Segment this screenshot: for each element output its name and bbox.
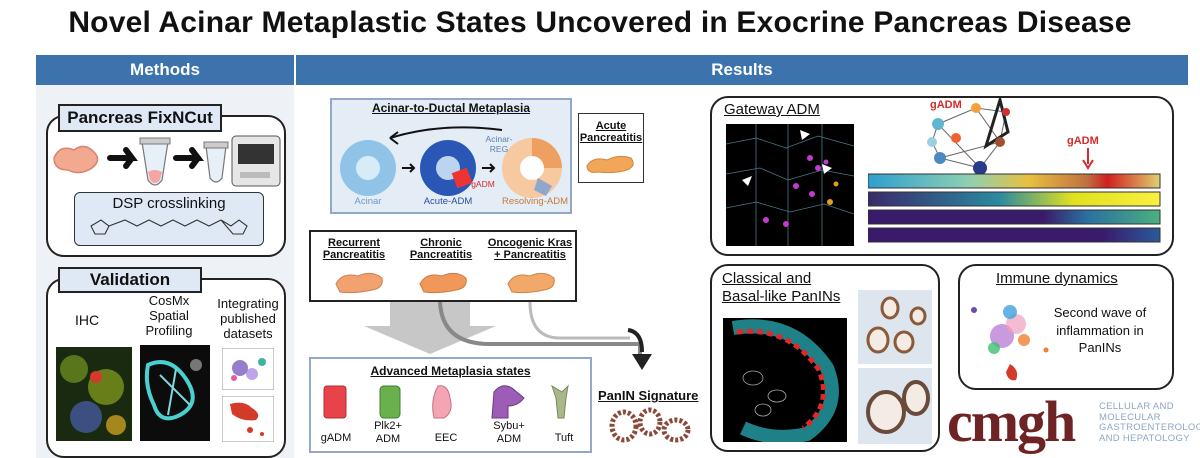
gateway-heatmap	[868, 173, 1161, 243]
sequencer-icon	[231, 135, 281, 187]
advanced-title-text: Advanced Metaplasia states	[370, 364, 531, 378]
state-gadm: gADM	[320, 432, 352, 444]
advanced-state-icons	[323, 384, 569, 419]
fixncut-title: Pancreas FixNCut	[58, 104, 222, 132]
advanced-title: Advanced Metaplasia states	[309, 364, 592, 378]
dsp-box: DSP crosslinking	[74, 192, 264, 246]
cmgh-line-4: AND HEPATOLOGY	[1099, 432, 1190, 444]
gadm-arrow-icon	[1082, 148, 1094, 170]
trajectory-graph	[927, 96, 1010, 175]
acute-adm-cell-icon	[420, 140, 476, 196]
acute-pancreatitis-label: Acute Pancreatitis	[579, 120, 643, 145]
methods-header-label: Methods	[130, 60, 200, 79]
resolving-adm-cell-icon	[502, 138, 562, 198]
integrating-label: Integrating published datasets	[217, 296, 279, 341]
tube-icon	[139, 137, 171, 186]
validation-title: Validation	[58, 267, 202, 293]
acute-adm-label: Acute-ADM	[423, 196, 473, 207]
condition-chronic: Chronic Pancreatitis	[409, 237, 473, 262]
adm-title-text: Acinar-to-Ductal Metaplasia	[371, 101, 531, 115]
acinar-cell-icon	[340, 140, 396, 196]
arrow-icon	[173, 147, 204, 169]
adm-diagram	[340, 126, 562, 198]
gateway-title-text: Gateway ADM	[724, 101, 820, 118]
cmgh-line-1: CELLULAR AND	[1099, 401, 1174, 412]
acinar-label: Acinar	[354, 196, 382, 207]
state-tuft: Tuft	[554, 432, 574, 444]
classical-microscopy-image	[723, 318, 847, 442]
immune-title-text: Immune dynamics	[996, 270, 1118, 287]
arrow-icon	[107, 147, 138, 169]
classical-title-text: Classical and Basal-like PanINs	[722, 270, 841, 305]
tube-icon	[203, 141, 229, 183]
cmgh-line-2: MOLECULAR	[1099, 411, 1161, 423]
cosmx-image	[140, 345, 210, 441]
panin-signature: PanIN Signature	[598, 388, 708, 403]
page-title: Novel Acinar Metaplastic States Uncovere…	[68, 6, 1132, 39]
state-eec: EEC	[434, 432, 458, 444]
gadm-label-2: gADM	[1067, 135, 1099, 147]
classical-title: Classical and Basal-like PanINs	[722, 270, 852, 306]
umap-purple-image	[222, 348, 274, 390]
immune-box	[958, 264, 1174, 390]
state-plk2: Plk2+ ADM	[374, 420, 402, 445]
ihc-panin-image-2	[858, 368, 932, 444]
gadm-label: gADM	[471, 179, 495, 189]
results-header: Results	[296, 55, 1188, 85]
cosmx-label: CosMx Spatial Profiling	[145, 293, 193, 338]
pancreas-icon	[586, 156, 634, 174]
resolving-adm-label: Resolving-ADM	[502, 196, 568, 207]
cmgh-line-3: GASTROENTEROLOGY	[1099, 422, 1200, 434]
ihc-label: IHC	[74, 312, 100, 328]
panin-glands-icon	[609, 407, 691, 443]
immune-text: Second wave of inflammation in PanINs	[1053, 305, 1147, 356]
adm-title: Acinar-to-Ductal Metaplasia	[330, 101, 572, 115]
acinar-reg-label: Acinar-REG	[485, 134, 513, 154]
acute-pancreatitis-box: Acute Pancreatitis	[578, 113, 644, 183]
ihc-panin-image-1	[858, 290, 932, 364]
panin-signature-text: PanIN Signature	[598, 388, 699, 403]
flow-arrows	[364, 301, 652, 370]
cmgh-logo-subtitle: CELLULAR AND MOLECULAR GASTROENTEROLOGY …	[1099, 401, 1200, 445]
condition-kras: Oncogenic Kras + Pancreatitis	[487, 237, 573, 262]
condition-recurrent: Recurrent Pancreatitis	[322, 237, 386, 262]
gateway-microscopy-image	[726, 124, 854, 246]
state-sybu: Sybu+ ADM	[493, 420, 525, 445]
fixncut-workflow	[53, 135, 281, 187]
immune-umap-image	[971, 305, 1049, 381]
umap-red-image	[222, 396, 274, 442]
pancreas-tissue-icon	[53, 145, 99, 174]
gateway-title: Gateway ADM	[724, 101, 820, 118]
cmgh-logo: cmgh	[947, 389, 1076, 454]
dsp-label: DSP crosslinking	[112, 195, 226, 212]
immune-title: Immune dynamics	[996, 270, 1118, 287]
ihc-image	[56, 347, 132, 441]
conditions-pancreas-icons	[335, 272, 555, 294]
methods-header: Methods	[36, 55, 294, 85]
dsp-molecule-icon	[90, 219, 248, 235]
gadm-label-1: gADM	[930, 99, 962, 111]
results-header-label: Results	[711, 60, 773, 79]
